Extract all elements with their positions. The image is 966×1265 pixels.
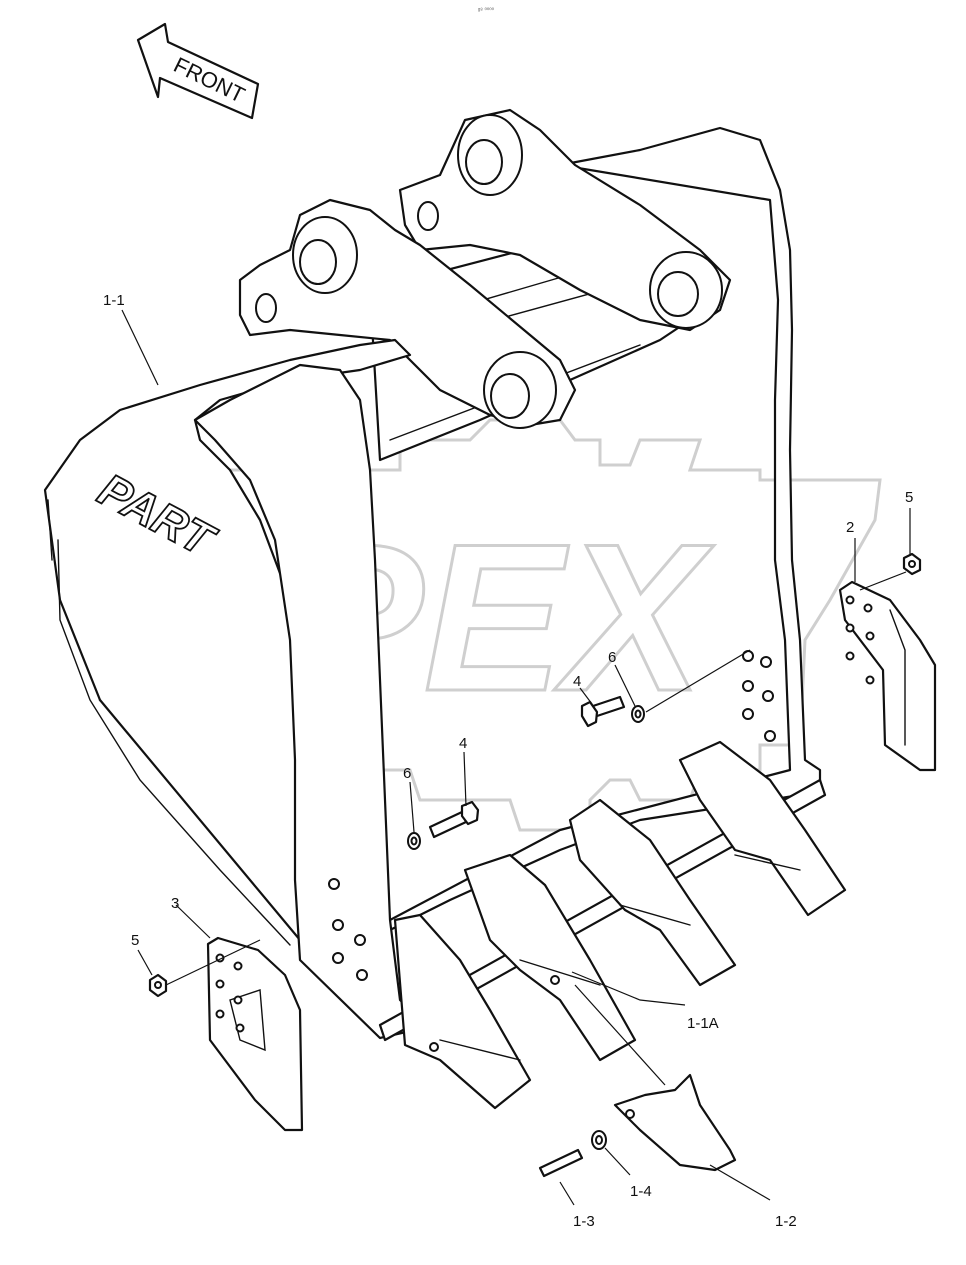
washer-right xyxy=(631,705,645,723)
callout-2: 2 xyxy=(846,519,854,536)
side-cutter-left xyxy=(206,936,304,1132)
tooth-1 xyxy=(393,913,532,1110)
header-mark: ᵍ⁸ ⁰⁰⁰⁰ xyxy=(478,7,495,14)
leader-lines xyxy=(121,309,911,1206)
bucket-body: PART xyxy=(43,108,827,1042)
nut-right xyxy=(902,552,922,576)
callout-4-left: 4 xyxy=(459,735,467,752)
callout-labels: 1-1 2 5 6 4 4 6 3 5 1-1A 1-4 1-3 1-2 xyxy=(103,292,913,1230)
pin-ring-loose xyxy=(591,1130,607,1150)
callout-5-right: 5 xyxy=(905,489,913,506)
callout-1-3: 1-3 xyxy=(573,1213,595,1230)
callout-4-right: 4 xyxy=(573,673,581,690)
callout-1-2: 1-2 xyxy=(775,1213,797,1230)
pin-loose xyxy=(538,1148,584,1178)
callout-6-left: 6 xyxy=(403,765,411,782)
front-direction-arrow: FRONT xyxy=(136,22,260,120)
callout-1-1A: 1-1A xyxy=(687,1015,719,1032)
tooth-point-loose xyxy=(613,1073,737,1172)
washer-left xyxy=(407,832,421,850)
callout-5-left: 5 xyxy=(131,932,139,949)
nut-left xyxy=(148,973,168,998)
bucket-teeth xyxy=(393,740,847,1110)
callout-1-4: 1-4 xyxy=(630,1183,652,1200)
side-cutter-right xyxy=(838,580,937,772)
tooth-4 xyxy=(678,740,847,917)
callout-1-1: 1-1 xyxy=(103,292,125,309)
tooth-3 xyxy=(568,798,737,987)
bolt-left xyxy=(428,800,480,839)
callout-3: 3 xyxy=(171,895,179,912)
tooth-2 xyxy=(463,853,637,1062)
callout-6-right: 6 xyxy=(608,649,616,666)
